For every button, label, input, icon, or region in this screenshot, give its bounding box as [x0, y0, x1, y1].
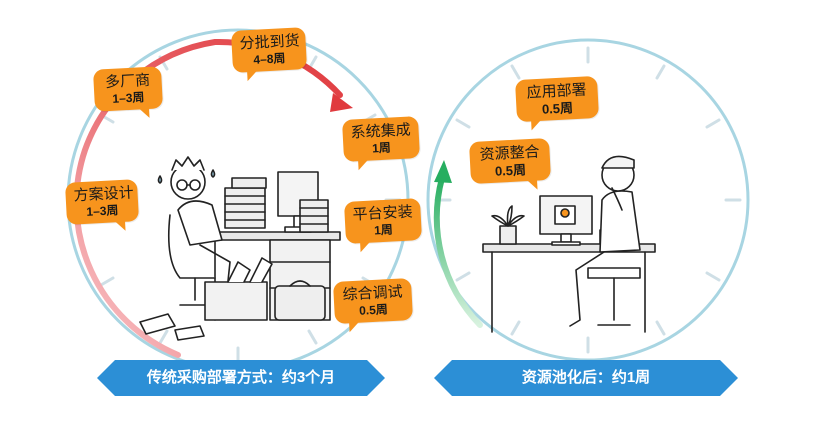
pooled-banner-text: 资源池化后：约1周 [522, 369, 650, 386]
pooled-banner: 资源池化后：约1周 [452, 360, 720, 396]
step-name: 平台安装 [352, 202, 413, 224]
step-name: 分批到货 [239, 32, 298, 54]
step-name: 多厂商 [101, 71, 154, 93]
step-duration: 4–8周 [240, 50, 299, 68]
step-bubble-deploy: 应用部署 0.5周 [515, 76, 599, 122]
step-bubble-delivery: 分批到货 4–8周 [231, 27, 307, 73]
step-name: 资源整合 [477, 142, 542, 164]
step-bubble-integration: 系统集成 1周 [342, 116, 420, 162]
traditional-banner-text: 传统采购部署方式：约3个月 [147, 369, 335, 386]
step-bubble-resource: 资源整合 0.5周 [469, 138, 551, 184]
step-name: 应用部署 [523, 80, 590, 102]
step-bubble-debug: 综合调试 0.5周 [333, 278, 413, 324]
step-duration: 1–3周 [102, 90, 155, 108]
step-bubble-vendors: 多厂商 1–3周 [93, 66, 163, 112]
step-duration: 1–3周 [74, 203, 131, 221]
step-bubble-design: 方案设计 1–3周 [65, 179, 139, 225]
step-bubble-install: 平台安装 1周 [344, 198, 422, 244]
step-name: 综合调试 [341, 282, 404, 304]
traditional-banner: 传统采购部署方式：约3个月 [115, 360, 367, 396]
step-duration: 1周 [351, 139, 412, 157]
step-name: 方案设计 [73, 184, 130, 206]
step-duration: 1周 [353, 221, 414, 239]
step-name: 系统集成 [350, 120, 411, 142]
